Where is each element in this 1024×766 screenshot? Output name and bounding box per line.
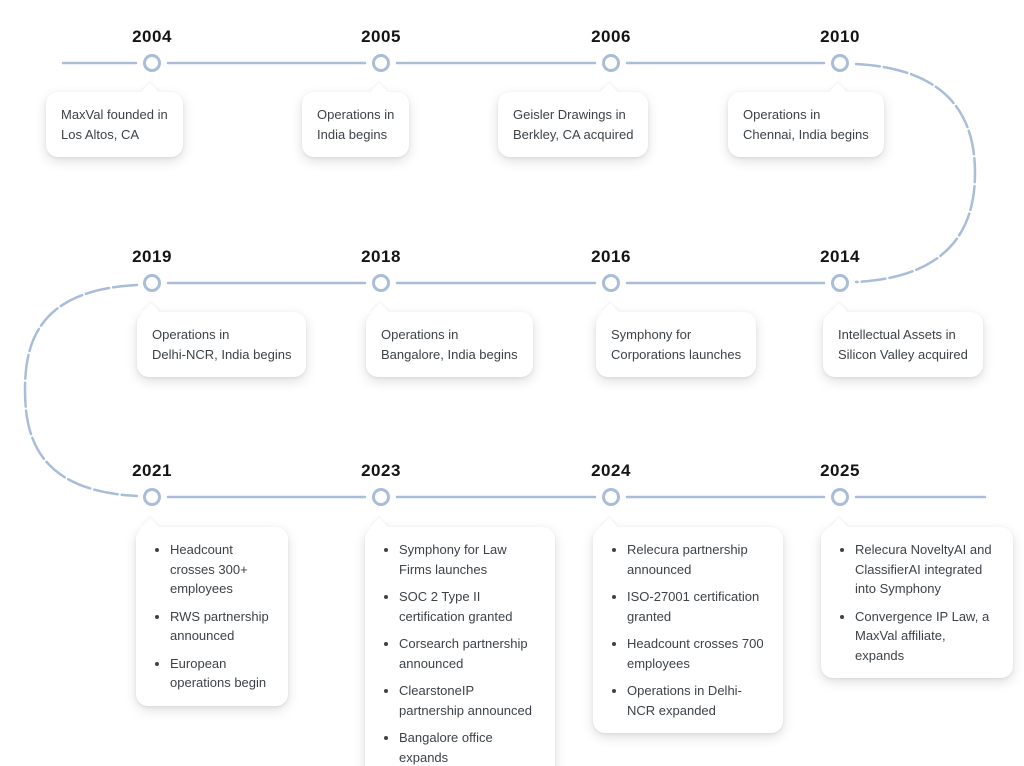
year-label-2025: 2025 <box>820 461 860 480</box>
event-text: India begins <box>317 126 388 142</box>
event-text: Corporations launches <box>611 346 742 362</box>
event-text: Symphony for <box>611 327 692 342</box>
year-label-2018: 2018 <box>361 247 401 266</box>
event-bullet: European operations begin <box>170 654 273 693</box>
event-card-2018: Operations in Bangalore, India begins <box>366 303 533 377</box>
event-card-2025: Relecura NoveltyAI and ClassifierAI inte… <box>821 518 1013 678</box>
year-label-2014: 2014 <box>820 247 860 266</box>
year-label-2024: 2024 <box>591 461 631 480</box>
event-card-2019: Operations in Delhi-NCR, India begins <box>137 303 307 377</box>
year-label-2019: 2019 <box>132 247 172 266</box>
timeline-marker-2010 <box>831 54 849 72</box>
event-card-2021: Headcount crosses 300+ employees RWS par… <box>136 518 288 706</box>
timeline-marker-2025 <box>831 488 849 506</box>
event-card-2006: Geisler Drawings in Berkley, CA acquired <box>498 83 649 157</box>
event-text: Delhi-NCR, India begins <box>152 346 292 362</box>
event-text: Los Altos, CA <box>61 126 140 142</box>
event-text: Operations in <box>152 327 230 342</box>
timeline-curve-left <box>23 283 139 498</box>
event-bullet: Headcount crosses 300+ employees <box>170 540 273 599</box>
event-bullet: RWS partnership announced <box>170 607 273 646</box>
event-text: Chennai, India begins <box>743 126 869 142</box>
event-card-2024: Relecura partnership announced ISO-27001… <box>593 518 783 733</box>
event-card-2014: Intellectual Assets in Silicon Valley ac… <box>823 303 983 377</box>
timeline-curve-right <box>854 62 977 284</box>
timeline-marker-2018 <box>372 274 390 292</box>
event-card-2005: Operations in India begins <box>302 83 410 157</box>
year-label-2023: 2023 <box>361 461 401 480</box>
timeline-marker-2021 <box>143 488 161 506</box>
timeline-marker-2016 <box>602 274 620 292</box>
timeline-marker-2006 <box>602 54 620 72</box>
event-card-2023: Symphony for Law Firms launches SOC 2 Ty… <box>365 518 555 766</box>
event-bullet-list: Relecura NoveltyAI and ClassifierAI inte… <box>836 540 998 665</box>
event-bullet: ClearstoneIP partnership announced <box>399 681 540 720</box>
event-bullet: Relecura NoveltyAI and ClassifierAI inte… <box>855 540 998 599</box>
event-bullet: Corsearch partnership announced <box>399 634 540 673</box>
event-bullet: SOC 2 Type II certification granted <box>399 587 540 626</box>
timeline-marker-2019 <box>143 274 161 292</box>
event-card-2004: MaxVal founded in Los Altos, CA <box>46 83 183 157</box>
year-label-2006: 2006 <box>591 27 631 46</box>
event-text: Operations in <box>381 327 459 342</box>
event-text: Geisler Drawings in <box>513 107 626 122</box>
year-label-2010: 2010 <box>820 27 860 46</box>
event-text: Silicon Valley acquired <box>838 346 968 362</box>
event-bullet: Operations in Delhi-NCR expanded <box>627 681 768 720</box>
event-text: Operations in <box>317 107 395 122</box>
year-label-2004: 2004 <box>132 27 172 46</box>
timeline-marker-2023 <box>372 488 390 506</box>
event-bullet-list: Headcount crosses 300+ employees RWS par… <box>151 540 273 693</box>
timeline-marker-2004 <box>143 54 161 72</box>
event-bullet: Symphony for Law Firms launches <box>399 540 540 579</box>
event-bullet: Convergence IP Law, a MaxVal affiliate, … <box>855 607 998 666</box>
event-bullet-list: Relecura partnership announced ISO-27001… <box>608 540 768 720</box>
timeline-marker-2005 <box>372 54 390 72</box>
timeline-marker-2024 <box>602 488 620 506</box>
event-card-2016: Symphony for Corporations launches <box>596 303 757 377</box>
event-text: Berkley, CA acquired <box>513 126 634 142</box>
event-bullet-list: Symphony for Law Firms launches SOC 2 Ty… <box>380 540 540 766</box>
event-text: Bangalore, India begins <box>381 346 518 362</box>
event-card-2010: Operations in Chennai, India begins <box>728 83 884 157</box>
event-bullet: Bangalore office expands <box>399 728 540 766</box>
year-label-2021: 2021 <box>132 461 172 480</box>
year-label-2016: 2016 <box>591 247 631 266</box>
event-text: Intellectual Assets in <box>838 327 956 342</box>
event-bullet: Headcount crosses 700 employees <box>627 634 768 673</box>
year-label-2005: 2005 <box>361 27 401 46</box>
event-text: MaxVal founded in <box>61 107 168 122</box>
event-text: Operations in <box>743 107 821 122</box>
event-bullet: ISO-27001 certification granted <box>627 587 768 626</box>
timeline-marker-2014 <box>831 274 849 292</box>
event-bullet: Relecura partnership announced <box>627 540 768 579</box>
